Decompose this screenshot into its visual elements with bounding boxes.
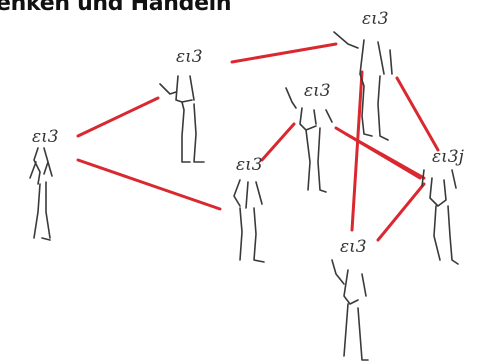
figure-label: ει3 xyxy=(176,47,203,67)
stick-figure-icon: ει3 xyxy=(286,81,332,192)
connection-top-right-far-right xyxy=(397,78,438,150)
connection-far-right-bottom xyxy=(378,184,424,240)
connection-upper-left-top-right xyxy=(232,44,336,62)
figure-label: ει3j xyxy=(432,147,465,167)
stick-figure-icon: ει3 xyxy=(332,237,368,360)
connection-far-left-middle xyxy=(78,160,220,209)
figure-label: ει3 xyxy=(32,127,59,147)
stick-figure-icon: ει3 xyxy=(234,155,264,262)
connection-top-right-bottom xyxy=(352,72,362,230)
connection-center-middle xyxy=(262,124,294,160)
connection-far-left-upper-left xyxy=(78,98,158,136)
figure-label: ει3 xyxy=(304,81,331,101)
stick-figure-icon: ει3 xyxy=(160,47,204,162)
figure-label: ει3 xyxy=(362,9,389,29)
figure-label: ει3 xyxy=(236,155,263,175)
stick-figure-icon: ει3j xyxy=(422,147,465,264)
stick-figure-icon: ει3 xyxy=(30,127,59,240)
figure-label: ει3 xyxy=(340,237,367,257)
